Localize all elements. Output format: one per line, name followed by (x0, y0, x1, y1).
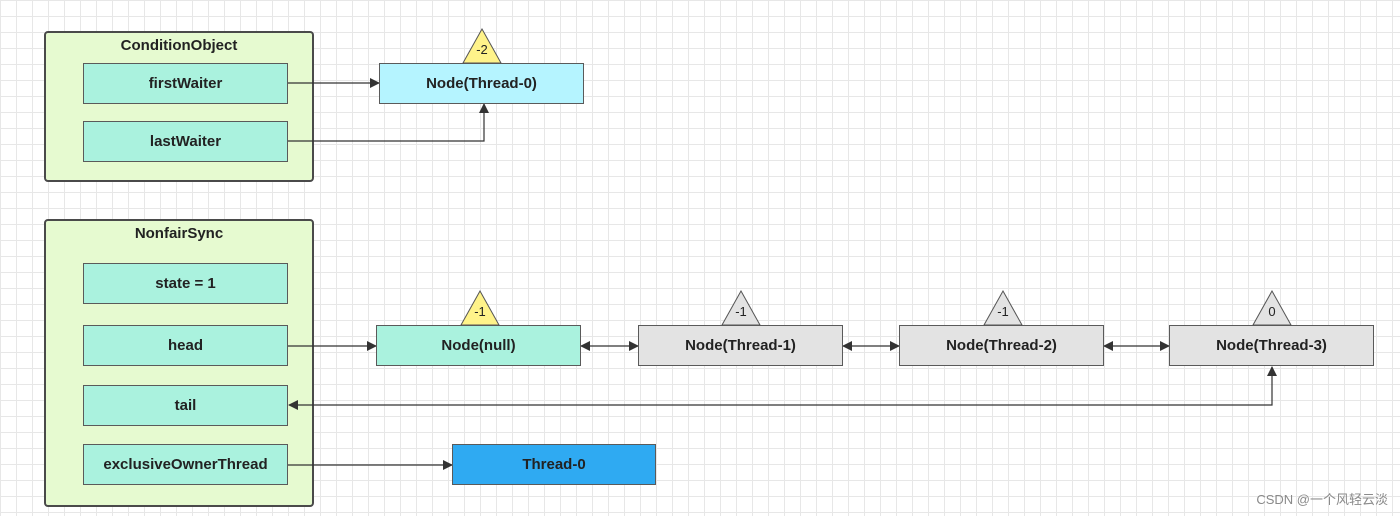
node-thread-1: Node(Thread-1) (638, 325, 843, 366)
triangle-icon (460, 289, 500, 326)
field-last-waiter: lastWaiter (83, 121, 288, 162)
status-value: -1 (474, 304, 486, 319)
node-thread-0-owner: Thread-0 (452, 444, 656, 485)
triangle-icon (721, 289, 761, 326)
node-thread-0-waiter: Node(Thread-0) (379, 63, 584, 104)
triangle-icon (462, 27, 502, 64)
condition-object-title: ConditionObject (120, 37, 238, 54)
node-thread-3: Node(Thread-3) (1169, 325, 1374, 366)
nonfair-sync-title: NonfairSync (134, 225, 224, 242)
status-triangle-thread-2: -1 (983, 289, 1023, 326)
status-value: -2 (476, 42, 488, 57)
triangle-icon (1252, 289, 1292, 326)
status-value: -1 (997, 304, 1009, 319)
arrow-last-waiter (288, 103, 489, 142)
status-triangle-null: -1 (460, 289, 500, 326)
status-value: 0 (1268, 304, 1276, 319)
arrow-tail (288, 366, 1277, 410)
field-state: state = 1 (83, 263, 288, 304)
field-head: head (83, 325, 288, 366)
status-triangle-thread-1: -1 (721, 289, 761, 326)
watermark: CSDN @一个风轻云淡 (1256, 492, 1388, 507)
triangle-icon (983, 289, 1023, 326)
field-exclusive-owner-thread: exclusiveOwnerThread (83, 444, 288, 485)
node-thread-2: Node(Thread-2) (899, 325, 1104, 366)
field-first-waiter: firstWaiter (83, 63, 288, 104)
status-triangle-thread-0-waiter: -2 (462, 27, 502, 64)
status-triangle-thread-3: 0 (1252, 289, 1292, 326)
node-null: Node(null) (376, 325, 581, 366)
status-value: -1 (735, 304, 747, 319)
field-tail: tail (83, 385, 288, 426)
